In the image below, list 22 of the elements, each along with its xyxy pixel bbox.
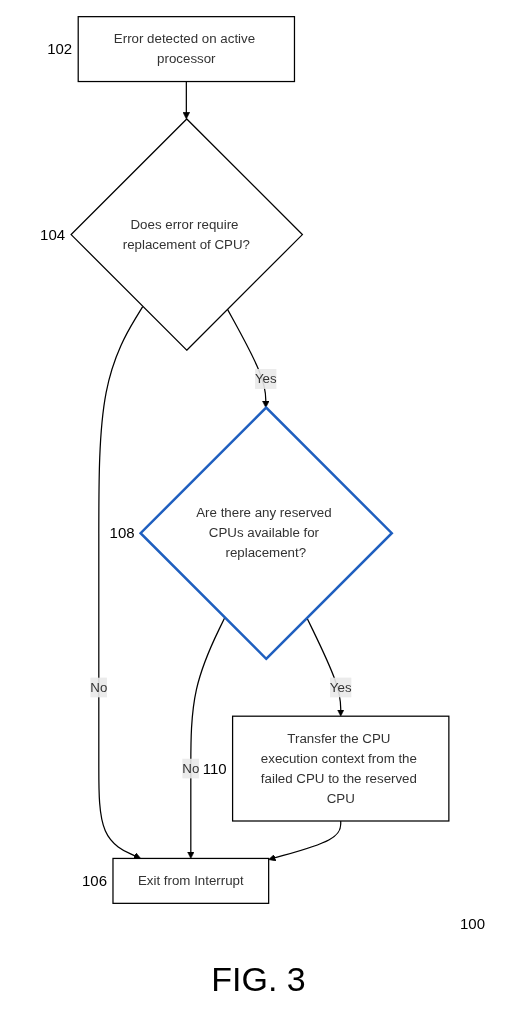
arrow [187,617,226,859]
figure-caption: FIG. 3 [210,960,307,999]
reference-numeral: 102 [47,40,73,58]
arrow [268,820,342,862]
node-box: Error detected on active processor [77,16,296,83]
arrow [182,80,190,120]
node-box: Transfer the CPU execution context from the failed CPU to the reserved CPU [231,715,450,822]
edge-label: No [182,761,200,776]
arrow [98,305,144,860]
reference-numeral: 110 [202,759,227,777]
arrow [226,308,270,408]
arrow [306,617,345,717]
reference-numeral: 106 [81,871,107,889]
reference-numeral: 100 [460,915,486,932]
edge-label: Yes [254,371,277,386]
reference-numeral: 104 [40,225,66,243]
node-diamond: Are there any reserved CPUs available for replacement? [138,405,394,661]
node-box: Exit from Interrupt [112,857,270,904]
edge-label: No [90,680,108,695]
edge-label: Yes [329,680,352,695]
node-diamond: Does error require replacement of CPU? [70,118,304,352]
reference-numeral: 108 [109,524,135,542]
